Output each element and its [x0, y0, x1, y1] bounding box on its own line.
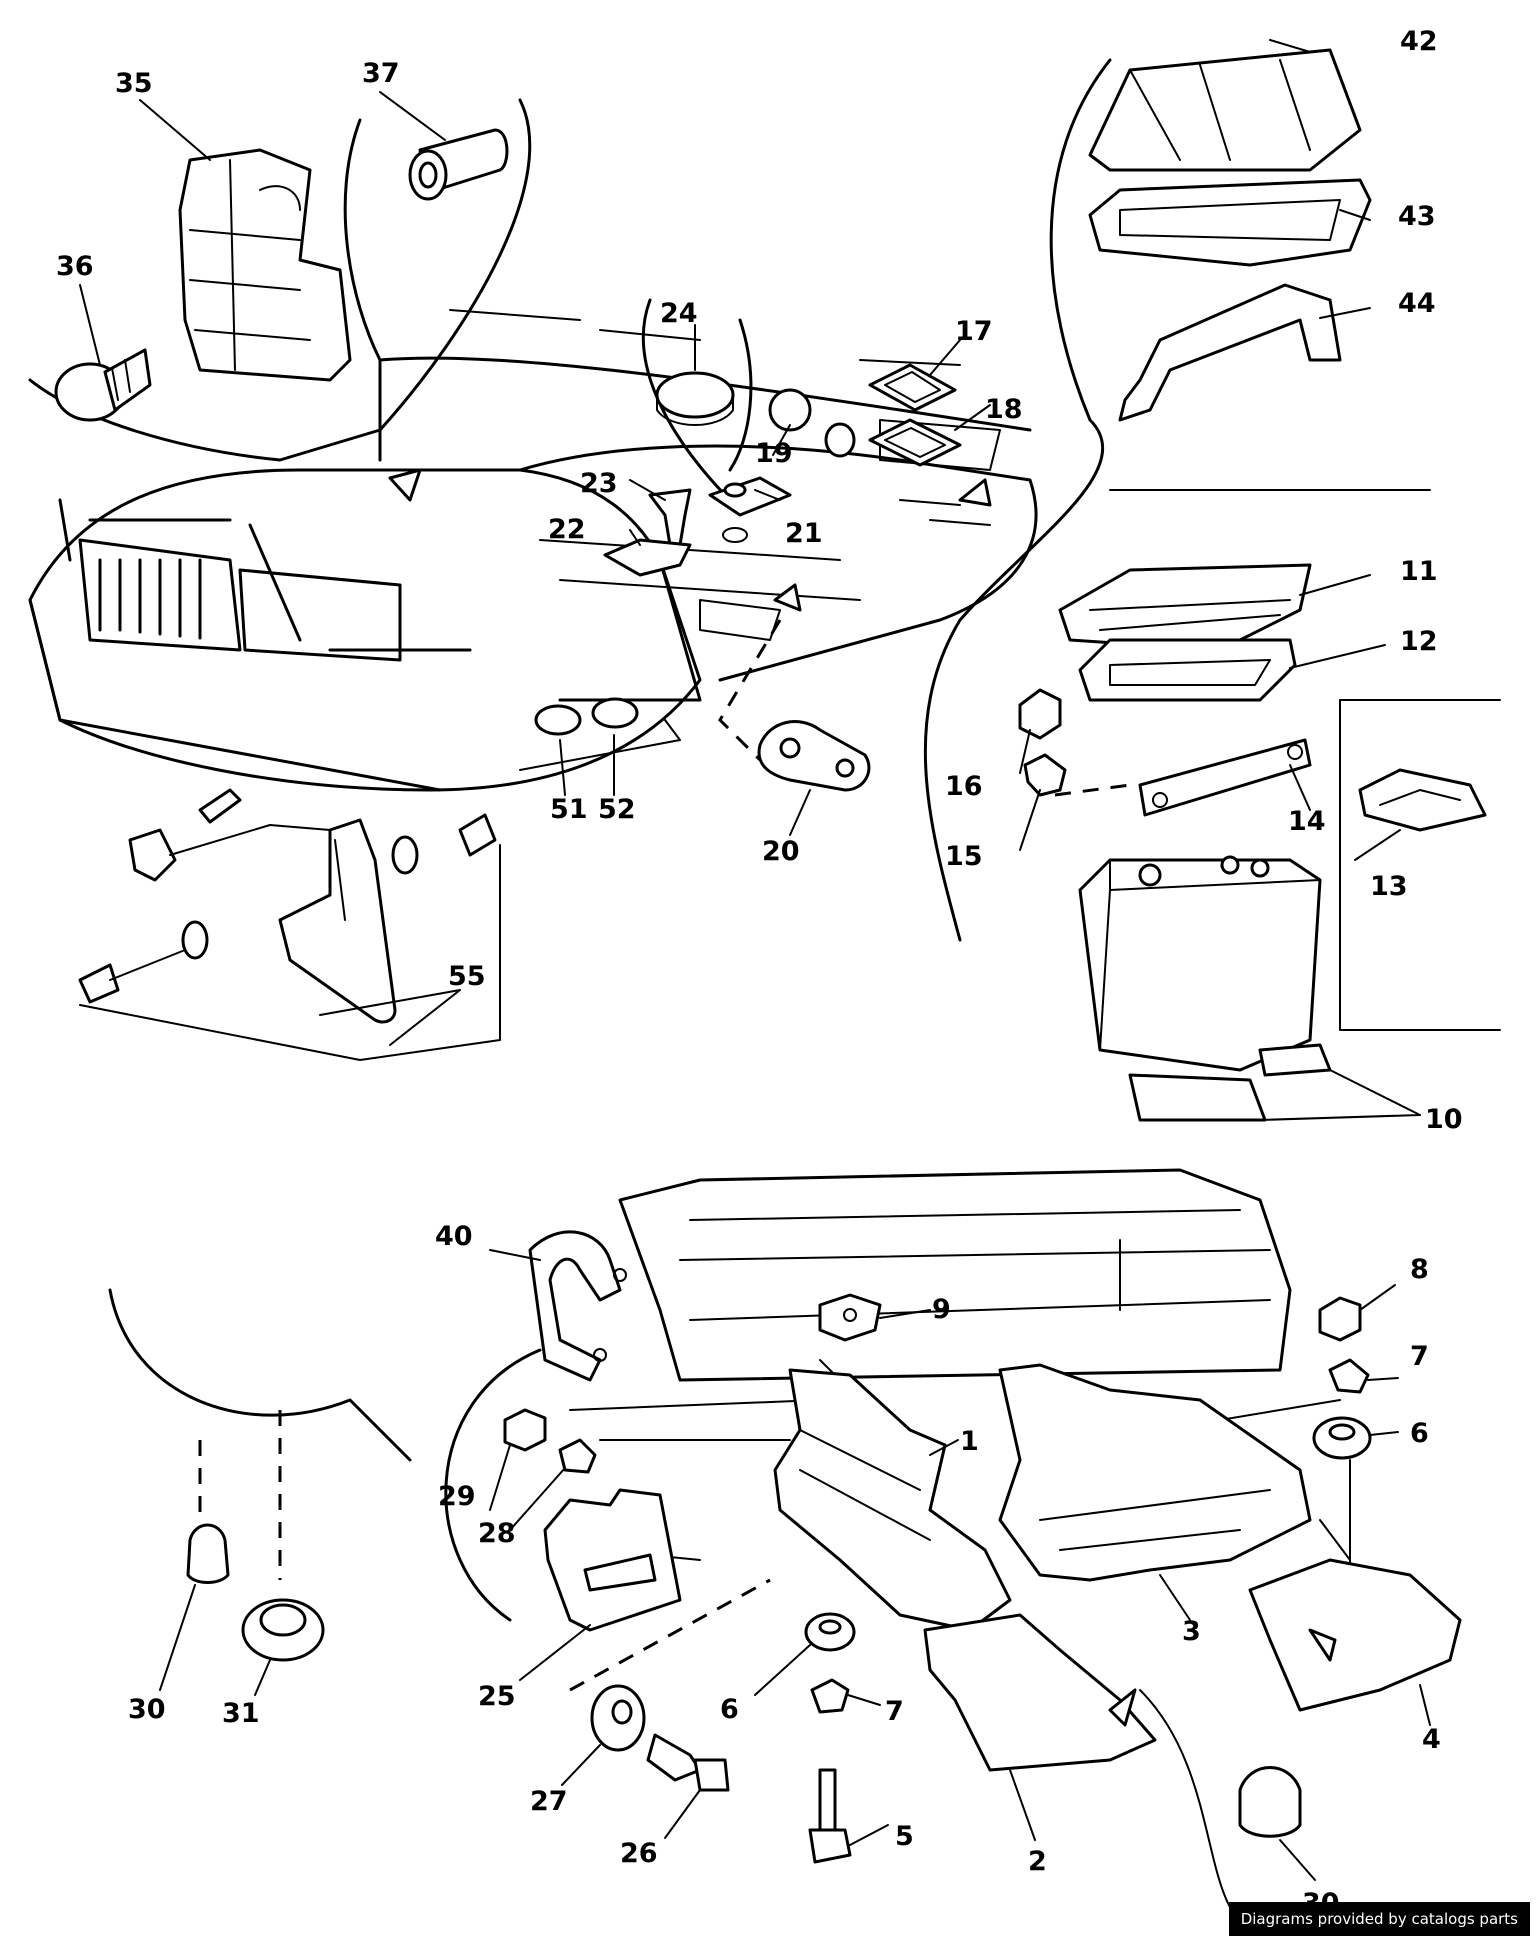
part-18-gasket: [868, 418, 962, 467]
part-10-battery: [1078, 855, 1332, 1122]
part-16-nut: [1018, 688, 1062, 740]
part-37-pin: [408, 128, 509, 201]
label-52: 52: [598, 794, 636, 825]
part-43-battery-frame: [1088, 178, 1372, 267]
part-36-clip: [54, 348, 152, 422]
part-21-mount: [708, 476, 792, 543]
part-5-bolt: [808, 1768, 852, 1864]
part-3-shield: [998, 1363, 1312, 1582]
diagram-credit: Diagrams provided by catalogs parts: [1228, 1902, 1530, 1936]
part-23-clip: [648, 488, 692, 547]
part-26-bolt: [646, 1733, 730, 1792]
label-9: 9: [932, 1294, 951, 1325]
label-22: 22: [548, 514, 586, 545]
part-22-plate: [603, 538, 692, 577]
label-3: 3: [1182, 1616, 1201, 1647]
label-37: 37: [362, 58, 400, 89]
label-51: 51: [550, 794, 588, 825]
part-51-plug: [534, 704, 582, 736]
label-11: 11: [1400, 556, 1438, 587]
label-36: 36: [56, 251, 94, 282]
label-6-lower: 6: [720, 1694, 739, 1725]
label-55: 55: [448, 961, 486, 992]
part-15-clip: [1023, 753, 1067, 797]
part-29-nut: [503, 1408, 547, 1452]
label-7: 7: [1410, 1341, 1429, 1372]
part-19-grommet: [768, 388, 856, 458]
label-10: 10: [1425, 1104, 1463, 1135]
part-27-washer: [590, 1684, 646, 1752]
part-14-strap: [1054, 738, 1312, 817]
label-35: 35: [115, 68, 153, 99]
label-17: 17: [955, 316, 993, 347]
label-12: 12: [1400, 626, 1438, 657]
label-14: 14: [1288, 806, 1326, 837]
label-4: 4: [1422, 1724, 1441, 1755]
part-13-clamp: [1358, 768, 1487, 832]
part-17-plate: [868, 363, 957, 412]
part-24-cap: [655, 371, 735, 426]
label-8: 8: [1410, 1254, 1429, 1285]
label-7-lower: 7: [885, 1696, 904, 1727]
label-21: 21: [785, 518, 823, 549]
label-40: 40: [435, 1221, 473, 1252]
part-20-bracket: [757, 720, 871, 792]
label-5: 5: [895, 1821, 914, 1852]
part-7-clip: [810, 1678, 850, 1714]
part-25-mudflap: [543, 1488, 682, 1632]
part-11-tray: [1058, 563, 1312, 652]
car-front-body: [28, 58, 1501, 1031]
part-44-battery-bracket: [1118, 283, 1342, 422]
label-25: 25: [478, 1681, 516, 1712]
part-35-bracket: [178, 148, 352, 382]
label-44: 44: [1398, 288, 1436, 319]
label-1: 1: [960, 1426, 979, 1457]
label-27: 27: [530, 1786, 568, 1817]
label-42: 42: [1400, 26, 1438, 57]
label-28: 28: [478, 1518, 516, 1549]
label-29: 29: [438, 1481, 476, 1512]
part-4-plate: [1248, 1558, 1462, 1712]
label-2: 2: [1028, 1846, 1047, 1877]
part-2-plate: [923, 1613, 1157, 1772]
part-42-battery-cover: [1088, 48, 1362, 172]
part-28-clip: [558, 1438, 597, 1474]
leader-lines: [79, 39, 1431, 1881]
label-24: 24: [660, 298, 698, 329]
label-15: 15: [945, 841, 983, 872]
part-6-washer-right: [1312, 1416, 1372, 1460]
part-12-gasket: [1078, 638, 1297, 702]
part-55-mudflap: [78, 788, 501, 1061]
part-1-shield: [773, 1368, 1012, 1632]
part-7-clip-right: [1328, 1358, 1370, 1394]
part-9-bracket: [818, 1293, 882, 1342]
part-52-plug: [591, 697, 639, 729]
part-6-washer: [804, 1612, 856, 1652]
label-6: 6: [1410, 1418, 1429, 1449]
label-18: 18: [985, 394, 1023, 425]
label-43: 43: [1398, 201, 1436, 232]
label-23: 23: [580, 468, 618, 499]
label-26: 26: [620, 1838, 658, 1869]
label-13: 13: [1370, 871, 1408, 902]
label-31: 31: [222, 1698, 260, 1729]
part-8-nut: [1318, 1296, 1362, 1342]
label-16: 16: [945, 771, 983, 802]
label-20: 20: [762, 836, 800, 867]
label-19: 19: [755, 438, 793, 469]
part-40-strap: [528, 1230, 627, 1382]
part-30-plug-right: [1238, 1766, 1302, 1838]
part-30-plug: [186, 1523, 230, 1584]
label-30: 30: [128, 1694, 166, 1725]
part-31-grommet: [241, 1598, 325, 1662]
